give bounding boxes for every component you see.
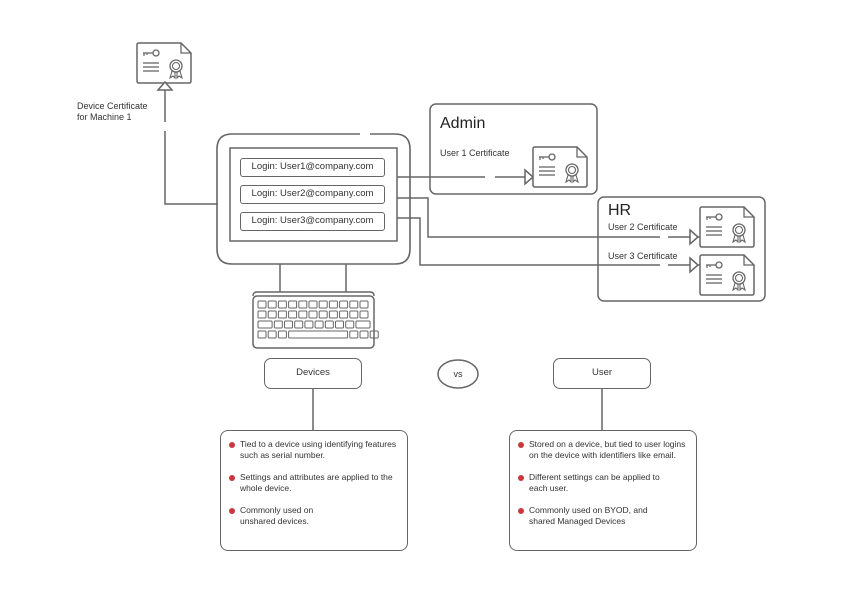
login-user1[interactable]: Login: User1@company.com (240, 158, 385, 177)
bullet-icon (518, 508, 524, 514)
keyboard-key (318, 300, 328, 309)
keyboard-key (284, 320, 294, 329)
vs-label: vs (453, 369, 463, 379)
bullet-icon (518, 475, 524, 481)
keyboard-key (345, 320, 355, 329)
keyboard-key (277, 310, 287, 319)
vs-ellipse (437, 359, 479, 389)
device-certificate-label-line1: Device Certificate (77, 101, 148, 111)
keyboard-key (335, 320, 345, 329)
bullet-icon (229, 508, 235, 514)
device-certificate-icon (136, 42, 192, 84)
keyboard-key (273, 320, 283, 329)
arrow-head-user3 (689, 256, 700, 274)
keyboard-key (277, 330, 287, 339)
monitor-screen (229, 147, 398, 242)
arrow-head-user2 (689, 228, 700, 246)
keyboard-key (339, 300, 349, 309)
keyboard-key (267, 300, 277, 309)
user1-certificate-label: User 1 Certificate (440, 148, 510, 158)
user1-certificate-icon (532, 146, 588, 188)
login-user2[interactable]: Login: User2@company.com (240, 185, 385, 204)
user3-certificate-icon (699, 254, 755, 296)
keyboard-key (257, 320, 273, 329)
devices-pill: Devices (264, 358, 362, 389)
keyboard-key (298, 310, 308, 319)
keyboard-key (308, 310, 318, 319)
keyboard-key (359, 330, 369, 339)
user2-certificate-label: User 2 Certificate (608, 222, 678, 232)
keyboard-key (349, 300, 359, 309)
user-point: Stored on a device, but tied to user log… (518, 439, 688, 461)
keyboard-key (359, 300, 369, 309)
admin-title: Admin (440, 115, 486, 132)
devices-point: Settings and attributes are applied to t… (229, 472, 399, 494)
keyboard-key (257, 300, 267, 309)
keyboard-key (359, 310, 369, 319)
devices-info-box: Tied to a device using identifying featu… (220, 430, 408, 551)
user-pill: User (553, 358, 651, 389)
hr-title: HR (608, 202, 632, 219)
keyboard-key (328, 310, 338, 319)
login-user3[interactable]: Login: User3@company.com (240, 212, 385, 231)
keyboard-key (355, 320, 371, 329)
keyboard-key (349, 330, 359, 339)
user-info-box: Stored on a device, but tied to user log… (509, 430, 697, 551)
hr-group-box (597, 196, 766, 302)
keyboard-key (298, 300, 308, 309)
keyboard-key (294, 320, 304, 329)
user-point: Commonly used on BYOD, and shared Manage… (518, 505, 688, 527)
keyboard-key (288, 330, 349, 339)
arrow-head-user1 (524, 168, 535, 186)
keyboard-key (349, 310, 359, 319)
bullet-icon (518, 442, 524, 448)
keyboard-key (369, 330, 379, 339)
user3-certificate-label: User 3 Certificate (608, 251, 678, 261)
keyboard-key (304, 320, 314, 329)
devices-point: Commonly used on unshared devices. (229, 505, 399, 527)
keyboard-key (267, 310, 277, 319)
devices-point: Tied to a device using identifying featu… (229, 439, 399, 461)
keyboard-key (328, 300, 338, 309)
user2-certificate-icon (699, 206, 755, 248)
keyboard-key (318, 310, 328, 319)
device-certificate-label-line2: for Machine 1 (77, 112, 132, 122)
bullet-icon (229, 475, 235, 481)
keyboard-key (277, 300, 287, 309)
keyboard-key (257, 330, 267, 339)
monitor-frame (216, 133, 411, 265)
keyboard-key (257, 310, 267, 319)
keyboard-key (339, 310, 349, 319)
bullet-icon (229, 442, 235, 448)
keyboard-key (314, 320, 324, 329)
device-cert-connector (164, 90, 218, 205)
device-certificate-label: Device Certificate for Machine 1 (77, 101, 148, 123)
keyboard-icon (252, 291, 379, 349)
keyboard-key (288, 310, 298, 319)
keyboard-key (288, 300, 298, 309)
user-point: Different settings can be applied to eac… (518, 472, 688, 494)
admin-group-box (429, 103, 598, 195)
keyboard-key (308, 300, 318, 309)
keyboard-key (324, 320, 334, 329)
keyboard-key (267, 330, 277, 339)
